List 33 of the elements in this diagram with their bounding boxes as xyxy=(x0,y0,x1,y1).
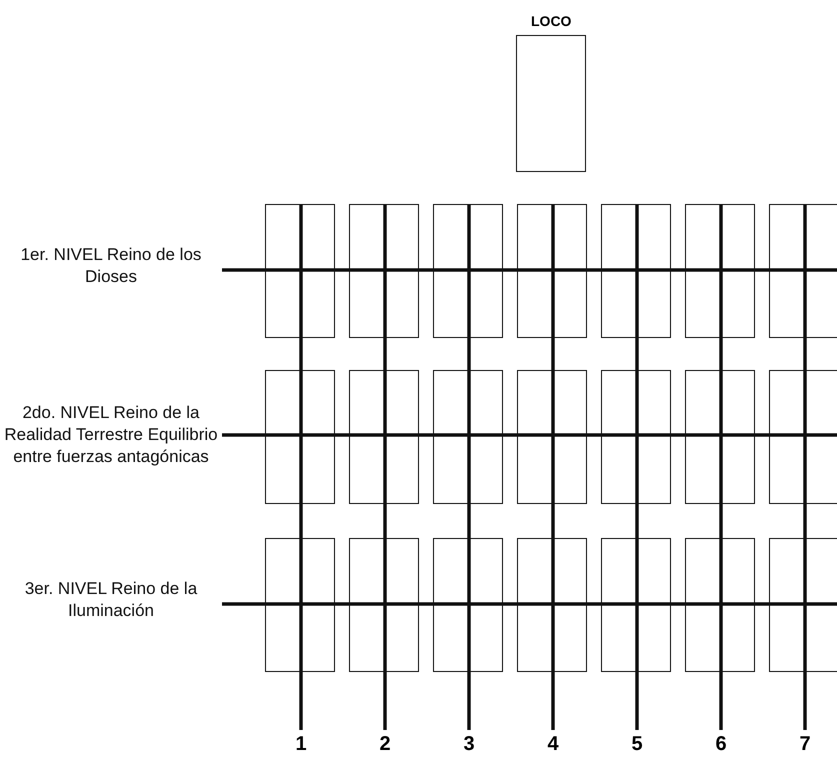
column-number: 5 xyxy=(630,733,644,756)
level-label: 2do. NIVEL Reino de la Realidad Terrestre Equilibrio entre fuerzas antagónicas xyxy=(3,402,219,468)
card-outline xyxy=(265,370,335,504)
card-outline xyxy=(685,538,755,672)
level-label: 1er. NIVEL Reino de los Dioses xyxy=(20,244,202,288)
card-outline xyxy=(349,538,419,672)
card-outline xyxy=(601,204,671,338)
card-outline xyxy=(769,370,837,504)
card-outline xyxy=(769,204,837,338)
card-outline xyxy=(433,370,503,504)
card-outline xyxy=(517,204,587,338)
card-outline xyxy=(517,370,587,504)
card-outline xyxy=(769,538,837,672)
card-outline xyxy=(265,204,335,338)
column-number: 3 xyxy=(462,733,476,756)
card-heading: LOCO xyxy=(531,13,572,29)
card-outline xyxy=(433,204,503,338)
card-outline xyxy=(685,370,755,504)
card-outline xyxy=(517,538,587,672)
card-outline xyxy=(601,538,671,672)
level-label: 3er. NIVEL Reino de la Iluminación xyxy=(24,578,198,622)
column-number: 4 xyxy=(546,733,560,756)
card-outline xyxy=(433,538,503,672)
card-outline xyxy=(601,370,671,504)
card-outline xyxy=(516,35,586,172)
column-number: 2 xyxy=(378,733,392,756)
column-number: 1 xyxy=(294,733,308,756)
card-outline xyxy=(685,204,755,338)
card-outline xyxy=(265,538,335,672)
card-outline xyxy=(349,370,419,504)
column-number: 6 xyxy=(714,733,728,756)
column-number: 7 xyxy=(798,733,812,756)
card-outline xyxy=(349,204,419,338)
